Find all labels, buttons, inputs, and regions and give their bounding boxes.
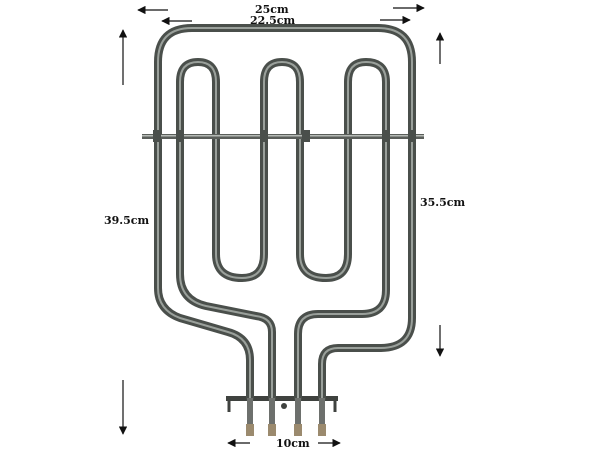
support-bar <box>142 130 424 142</box>
inner-width-label: 22.5cm <box>250 14 296 27</box>
full-height-label: 39.5cm <box>104 214 150 227</box>
outer-tube <box>154 24 416 402</box>
terminal-pins <box>246 398 326 436</box>
top-width-label: 25cm <box>255 3 289 16</box>
terminal-width-label: 10cm <box>276 437 310 450</box>
element-height-label: 35.5cm <box>420 196 466 209</box>
inner-tube <box>176 58 390 402</box>
terminal-bracket <box>226 396 338 412</box>
dimension-arrows <box>118 3 445 448</box>
